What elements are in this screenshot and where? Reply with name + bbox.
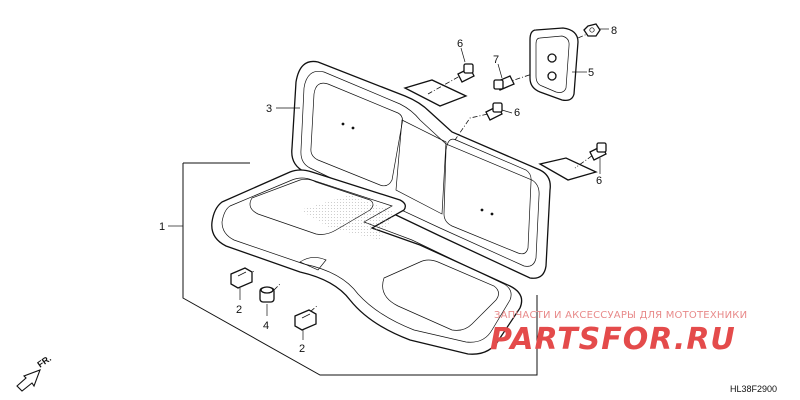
watermark-tagline: ЗАПЧАСТИ И АКСЕССУАРЫ ДЛЯ МОТОТЕХНИКИ xyxy=(494,310,747,321)
callout-3: 3 xyxy=(266,103,272,115)
callout-2-left: 2 xyxy=(236,304,242,316)
seat-backrest xyxy=(291,60,598,279)
clip-2-right xyxy=(294,309,317,331)
grommet-4 xyxy=(259,286,275,303)
callout-4: 4 xyxy=(263,320,269,332)
callout-8: 8 xyxy=(611,25,617,37)
seat-cushion xyxy=(211,169,523,355)
watermark-brand: PARTSFOR.RU xyxy=(490,322,736,357)
callout-1: 1 xyxy=(159,221,165,233)
nut-8 xyxy=(583,23,601,37)
bolt-7 xyxy=(493,75,515,91)
front-direction-label: FR. xyxy=(35,353,53,370)
front-direction-arrow: FR. xyxy=(16,353,53,392)
bracket-pad xyxy=(529,27,579,102)
callout-2-right: 2 xyxy=(299,343,305,355)
callout-6-middle: 6 xyxy=(514,107,520,119)
callout-7: 7 xyxy=(493,54,499,66)
bolt-6-right xyxy=(589,142,607,161)
bolt-6-middle xyxy=(485,102,503,121)
bolt-6-top xyxy=(457,63,475,83)
callout-6-right: 6 xyxy=(596,175,602,187)
assembly-bracket xyxy=(182,162,538,376)
clip-2-left xyxy=(230,267,253,289)
callout-5: 5 xyxy=(588,67,594,79)
callout-6-top: 6 xyxy=(457,38,463,50)
leader-lines xyxy=(168,28,609,340)
watermark: ЗАПЧАСТИ И АКСЕССУАРЫ ДЛЯ МОТОТЕХНИКИ PA… xyxy=(490,310,747,357)
diagram-code: HL38F2900 xyxy=(730,384,777,394)
hatched-area xyxy=(300,195,395,240)
